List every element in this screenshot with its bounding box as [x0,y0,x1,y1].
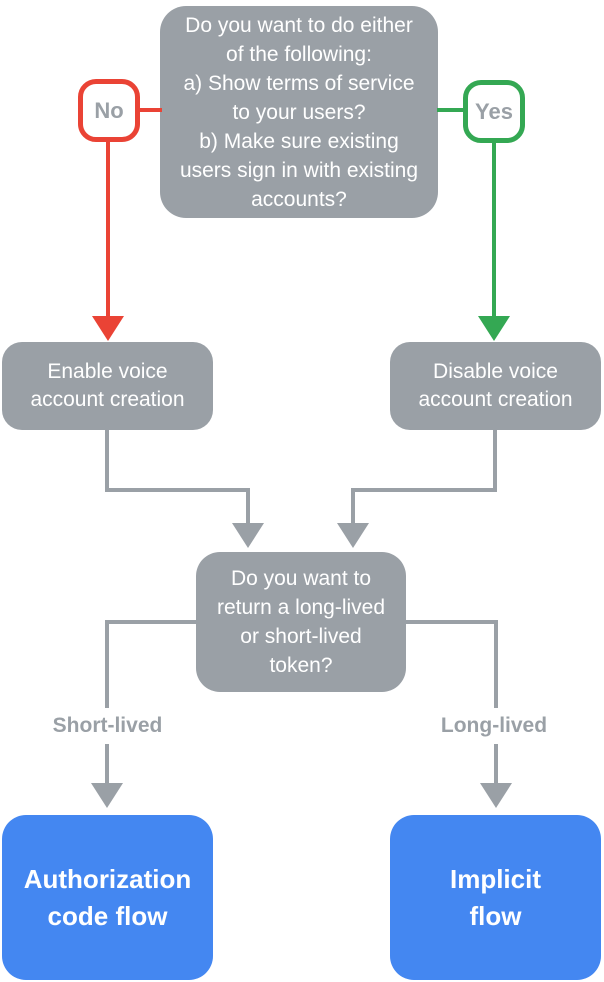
no-badge: No [78,79,140,142]
yes-branch-horizontal-line [437,108,463,112]
arrow-down-gray-right-icon [337,523,369,548]
node-token-question: Do you want to return a long-lived or sh… [196,552,406,692]
yes-badge-label: Yes [475,98,513,124]
disable-connector-drop [351,488,355,524]
top-question-text: Do you want to do either of the followin… [179,13,419,211]
disable-connector-horizontal [351,488,497,492]
arrow-down-red-icon [92,316,124,341]
auth-code-flow-text: Authorization code flow [23,863,192,931]
node-disable-voice-account-creation: Disable voice account creation [390,342,601,430]
disable-connector-vertical [493,430,497,492]
arrow-down-green-icon [478,316,510,341]
arrow-down-gray-shortlived-icon [91,783,123,808]
short-lived-vertical-line [105,620,109,785]
yes-badge: Yes [463,80,525,143]
yes-branch-vertical-line [492,141,496,317]
node-top-question: Do you want to do either of the followin… [160,6,438,218]
no-branch-horizontal-line [137,108,162,112]
arrow-down-gray-longlived-icon [480,783,512,808]
long-lived-vertical-line [494,620,498,785]
node-authorization-code-flow: Authorization code flow [2,815,213,980]
enable-box-text: Enable voice account creation [30,360,185,411]
disable-box-text: Disable voice account creation [418,360,573,411]
no-badge-label: No [94,97,124,123]
arrow-down-gray-left-icon [232,523,264,548]
implicit-flow-text: Implicit flow [449,863,541,931]
node-implicit-flow: Implicit flow [390,815,601,980]
short-lived-label-text: Short-lived [52,714,163,737]
short-lived-label: Short-lived [23,708,192,744]
enable-connector-drop [246,488,250,524]
token-question-text: Do you want to return a long-lived or sh… [216,567,386,677]
enable-connector-horizontal [105,488,250,492]
long-lived-label: Long-lived [410,708,578,744]
long-lived-label-text: Long-lived [440,714,548,737]
enable-connector-vertical [105,430,109,492]
short-lived-horizontal-line [105,620,196,624]
no-branch-vertical-line [106,140,110,317]
node-enable-voice-account-creation: Enable voice account creation [2,342,213,430]
long-lived-horizontal-line [406,620,498,624]
